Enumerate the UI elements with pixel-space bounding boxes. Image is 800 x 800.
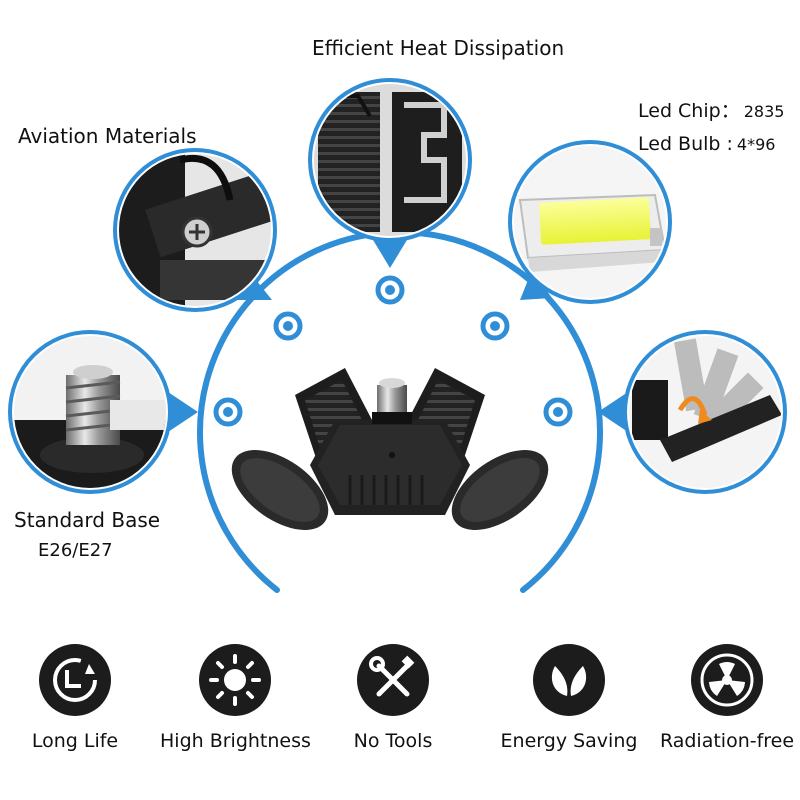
tools-icon xyxy=(357,644,429,716)
bubble-aviation xyxy=(113,148,277,312)
led-bulb-label: Led Bulb : xyxy=(638,133,733,155)
feature-radiation-free: Radiation-free xyxy=(652,642,800,752)
radiation-icon xyxy=(691,644,763,716)
led-bulb-value: 4*96 xyxy=(736,135,776,154)
feature-no-tools: No Tools xyxy=(318,642,468,752)
clock-icon xyxy=(39,644,111,716)
aviation-materials-label: Aviation Materials xyxy=(18,124,197,148)
feature-label: Energy Saving xyxy=(500,730,638,752)
base-type-label: E26/E27 xyxy=(38,540,113,561)
bubble-standard-base xyxy=(8,330,198,494)
standard-base-label: Standard Base xyxy=(14,508,161,532)
feature-label: No Tools xyxy=(353,730,433,752)
central-lamp xyxy=(231,368,549,530)
led-chip-value: 2835 xyxy=(743,102,785,121)
led-chip-label: Led Chip： xyxy=(638,100,740,122)
led-bulb-spec: Led Bulb :4*96 xyxy=(638,133,775,155)
sun-icon xyxy=(199,644,271,716)
feature-label: High Brightness xyxy=(160,730,311,752)
bubble-led-chip xyxy=(508,140,672,304)
bubble-adjustable xyxy=(598,330,787,494)
feature-label: Long Life xyxy=(31,730,119,752)
heat-dissipation-label: Efficient Heat Dissipation xyxy=(312,36,565,60)
bubble-heat xyxy=(308,78,472,268)
feature-long-life: Long Life xyxy=(0,642,150,752)
feature-energy-saving: Energy Saving xyxy=(494,642,644,752)
feature-high-brightness: High Brightness xyxy=(160,642,311,752)
led-chip-spec: Led Chip：2835 xyxy=(638,96,784,123)
leaf-icon xyxy=(533,644,605,716)
feature-label: Radiation-free xyxy=(659,730,795,752)
